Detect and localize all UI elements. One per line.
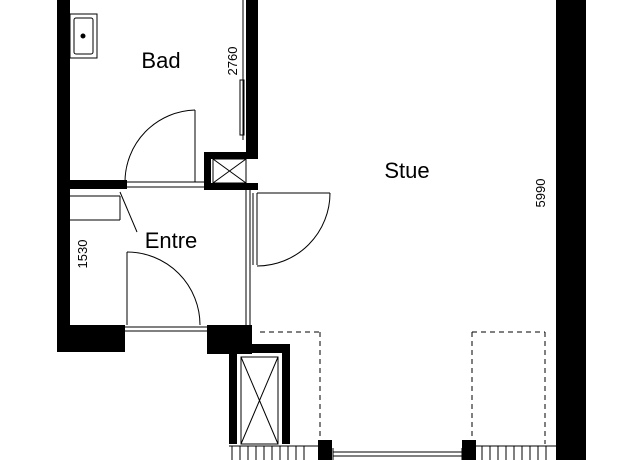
- closet-wall-left: [229, 344, 237, 444]
- railing-right: [470, 445, 556, 460]
- dimension-bad: 2760: [225, 47, 240, 76]
- shaft-wall-top: [204, 152, 258, 159]
- dimension-entre: 1530: [75, 240, 90, 269]
- bad-door-rail: [239, 79, 245, 136]
- closet-wall-right: [282, 344, 290, 444]
- shaft-icon: [212, 158, 247, 184]
- wall-entre-bottom-left: [57, 325, 125, 352]
- railing-left: [229, 445, 318, 460]
- thin-lines: [125, 0, 258, 332]
- bad-door-swing: [124, 109, 196, 183]
- doors: [124, 79, 331, 326]
- stue-door-swing: [256, 192, 331, 267]
- sink-icon: [69, 13, 98, 59]
- wall-stue-right: [556, 0, 586, 444]
- walls: [57, 0, 586, 444]
- wall-bad-entre-left: [57, 180, 127, 189]
- dashed-outlines: [260, 331, 546, 444]
- wall-bad-left: [57, 0, 70, 182]
- room-label-entre: Entre: [145, 228, 198, 253]
- fixtures: [69, 13, 279, 445]
- closet-wall-top: [229, 344, 290, 353]
- facade-post-corner: [556, 440, 586, 460]
- facade: [229, 445, 556, 460]
- room-label-stue: Stue: [384, 158, 429, 183]
- coat-rack-icon: [70, 191, 138, 233]
- shaft-wall-bottom: [204, 183, 258, 190]
- facade-posts: [318, 440, 586, 460]
- closet-icon: [240, 356, 279, 445]
- facade-post-right: [462, 440, 476, 460]
- wall-entre-left: [57, 188, 70, 351]
- entre-door-swing: [126, 251, 201, 326]
- wall-bad-right: [246, 0, 258, 152]
- room-label-bad: Bad: [141, 48, 180, 73]
- shaft-wall-left: [204, 152, 211, 190]
- facade-post-left: [318, 440, 332, 460]
- dimension-stue: 5990: [533, 179, 548, 208]
